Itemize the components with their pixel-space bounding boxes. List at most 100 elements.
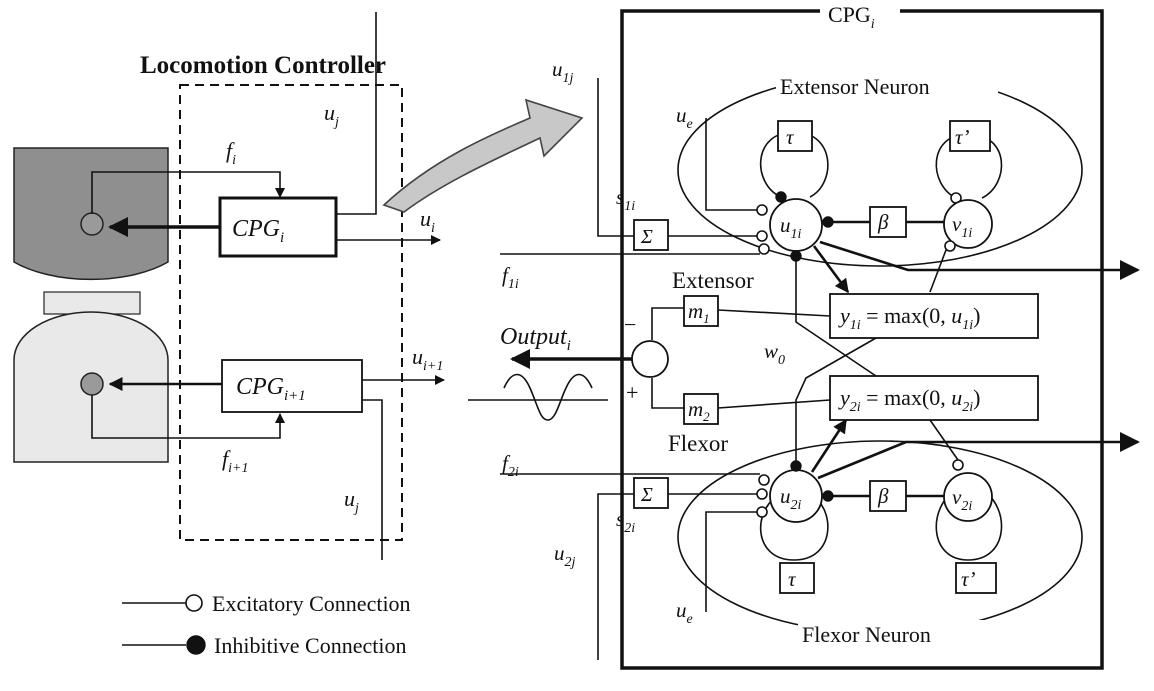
svg-text:u2j: u2j [554, 541, 576, 570]
svg-text:CPGi: CPGi [828, 2, 875, 32]
knee-link [43, 291, 141, 315]
m1-label: m [688, 299, 703, 323]
v1i-neuron [943, 199, 993, 249]
svg-text:fi: fi [226, 138, 236, 168]
leg-illustration [13, 147, 169, 463]
fi1-feedback-line [91, 395, 285, 439]
knee-joint [80, 372, 104, 396]
sine-wave [503, 373, 593, 421]
sigma-box-extensor [633, 219, 669, 251]
m1-box [683, 295, 719, 327]
fi1-label: f [222, 446, 231, 471]
y1i-label: y [838, 303, 850, 328]
uj-input-line-bottom [362, 399, 383, 560]
ue-input-extensor [705, 118, 758, 211]
summation-node [631, 340, 669, 378]
beta-box-flexor [869, 480, 907, 512]
ue-input-flexor [705, 511, 758, 612]
f2i-label: f [502, 451, 511, 475]
w0-line-1 [795, 250, 877, 377]
legend-inhibitive: Inhibitive Connection [214, 633, 406, 658]
extensor-neuron-label: Extensor Neuron [780, 74, 930, 99]
ue-label-flexor: u [676, 598, 687, 622]
v2i-to-y2i-line [929, 419, 959, 461]
flexor-group-ellipse [677, 440, 1083, 634]
controller-dashed-box [179, 84, 403, 541]
cpg-i1-sub: i+1 [284, 388, 306, 404]
sigma-label-extensor: Σ [640, 226, 653, 248]
inhibitive-marker [186, 635, 206, 655]
fi-feedback-line [91, 171, 285, 214]
svg-text:u1i: u1i [780, 213, 802, 242]
svg-text:ui+1: ui+1 [412, 344, 443, 374]
u2j-label: u [554, 541, 565, 565]
svg-text:m2: m2 [688, 397, 710, 424]
svg-text:y2i = max(0, u2i): y2i = max(0, u2i) [838, 385, 981, 415]
m1-to-sum-line [651, 307, 684, 340]
svg-text:ui: ui [420, 206, 435, 236]
tau-prime-box-extensor [949, 120, 991, 152]
m2-box [683, 393, 719, 425]
cpg-i-sub: i [280, 230, 284, 246]
svg-text:w0: w0 [764, 339, 785, 368]
svg-text:y1i = max(0, u1i): y1i = max(0, u1i) [838, 303, 981, 333]
cpg-panel [620, 9, 1104, 670]
uj-label-bottom: u [344, 486, 355, 511]
extensor-output-label: Extensor [672, 268, 754, 293]
cpg-i1-block [221, 359, 363, 413]
ue-label-extensor: u [676, 103, 687, 127]
legend-excitatory: Excitatory Connection [212, 591, 411, 616]
zoom-arrow [382, 98, 584, 213]
svg-text:fi+1: fi+1 [222, 446, 248, 476]
tau-prime-label-extensor: τ’ [955, 125, 970, 149]
tau-box-flexor [779, 562, 815, 594]
svg-text:uj: uj [324, 100, 339, 130]
u1j-label: u [552, 57, 563, 81]
svg-text:CPGi: CPGi [232, 216, 284, 246]
svg-text:CPGi+1: CPGi+1 [236, 374, 306, 404]
w0-label: w [764, 339, 778, 363]
tau-prime-label-flexor: τ’ [961, 567, 976, 591]
minus-sign: − [624, 312, 636, 337]
uj-input-line-top [336, 12, 377, 215]
svg-text:uj: uj [344, 486, 359, 516]
svg-text:u1j: u1j [552, 57, 574, 86]
uj-label-top: u [324, 100, 335, 125]
u2j-input-line [597, 493, 634, 660]
svg-text:s2i: s2i [616, 507, 635, 536]
flexor-neuron-label: Flexor Neuron [802, 622, 931, 647]
svg-text:ue: ue [676, 103, 693, 132]
v2i-label: v [952, 485, 962, 509]
legend: Excitatory Connection Inhibitive Connect… [122, 591, 411, 658]
flexor-output-arrow [817, 432, 1140, 480]
w0-line-2 [795, 337, 877, 470]
v2i-self-loop [935, 489, 1003, 561]
beta-label-flexor: β [877, 484, 889, 508]
beta-box-extensor [869, 206, 907, 238]
flexor-output-label: Flexor [668, 431, 728, 456]
excitatory-marker [185, 594, 203, 612]
v2i-neuron [943, 472, 993, 522]
svg-text:ue: ue [676, 598, 693, 627]
sigma-box-flexor [633, 477, 669, 509]
tau-box-extensor [777, 120, 813, 152]
y2i-box [829, 375, 1039, 421]
tau-label-extensor: τ [786, 125, 795, 149]
v1i-label: v [952, 212, 962, 236]
svg-text:v2i: v2i [952, 485, 972, 514]
svg-text:f2i: f2i [502, 451, 519, 480]
u2i-neuron [769, 469, 823, 523]
plus-sign: + [626, 380, 638, 405]
y2i-label: y [838, 385, 850, 410]
f1i-label: f [502, 263, 511, 287]
controller-title: Locomotion Controller [140, 52, 386, 79]
svg-text:v1i: v1i [952, 212, 972, 241]
ui-label: u [420, 206, 431, 231]
ui1-label: u [412, 344, 423, 369]
m2-label: m [688, 397, 703, 421]
u1j-input-line [597, 78, 634, 237]
sigma-label-flexor: Σ [640, 484, 653, 506]
cpg-i1-label: CPG [236, 374, 284, 400]
m2-to-sum-line [651, 378, 684, 409]
u1i-label: u [780, 213, 791, 237]
